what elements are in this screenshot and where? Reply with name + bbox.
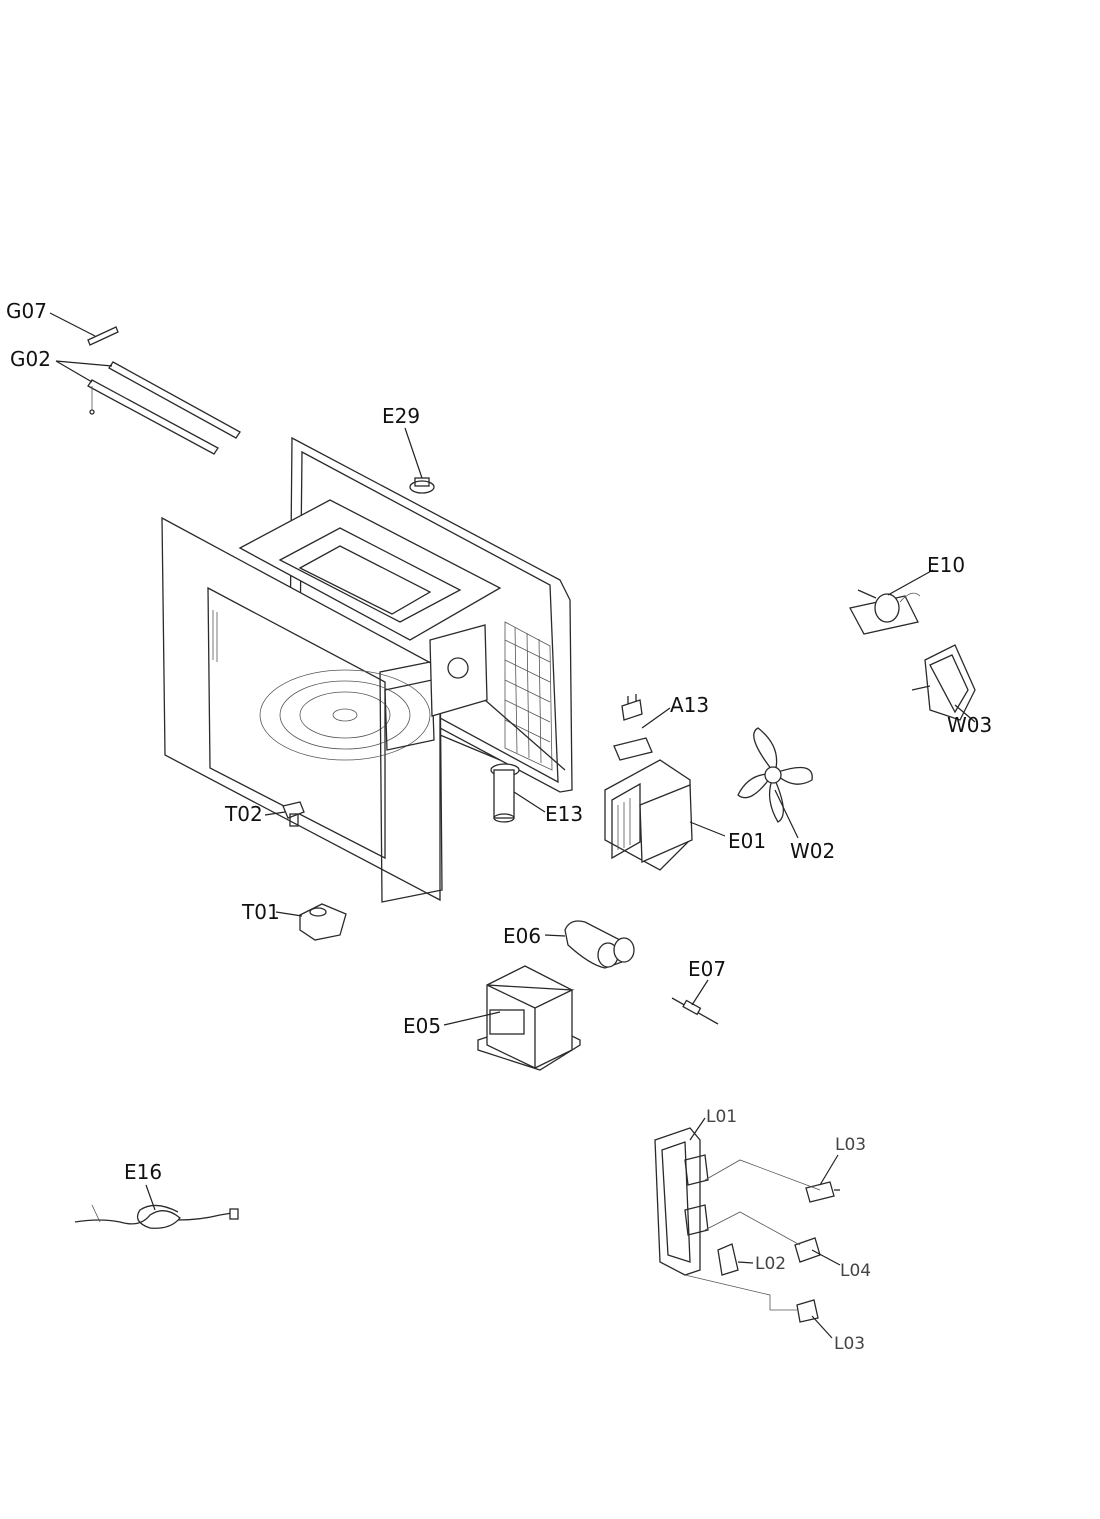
part-g02-heater-rods [55, 360, 241, 455]
label-a13: A13 [670, 693, 709, 717]
label-g07: G07 [6, 299, 47, 323]
label-e29: E29 [382, 404, 420, 428]
label-w02: W02 [790, 839, 835, 863]
part-e10-motor [849, 569, 934, 635]
label-l04: L04 [840, 1261, 871, 1281]
part-l04-switch [704, 1211, 841, 1266]
part-w02-fan-blade [737, 727, 813, 839]
part-w03-fan-motor [911, 644, 976, 723]
label-t02: T02 [224, 802, 263, 826]
part-e06-capacitor [544, 920, 635, 969]
part-e16-power-cord [74, 1184, 239, 1229]
part-e05-transformer [443, 965, 581, 1071]
part-l03-switch-top [704, 1154, 840, 1203]
label-e10: E10 [927, 553, 965, 577]
part-e29-thermostat [404, 427, 435, 494]
part-l03-switch-bottom [684, 1274, 833, 1339]
label-e16: E16 [124, 1160, 162, 1184]
part-t02-coupler [264, 801, 305, 827]
part-a13-switch [613, 694, 671, 761]
label-e13: E13 [545, 802, 583, 826]
label-l03-bottom: L03 [834, 1334, 865, 1354]
label-e01: E01 [728, 829, 766, 853]
label-l02: L02 [755, 1254, 786, 1274]
label-t01: T01 [241, 900, 280, 924]
part-l01-latch-board [654, 1117, 709, 1276]
label-w03: W03 [947, 713, 992, 737]
label-e06: E06 [503, 924, 541, 948]
part-t01-turntable-motor [275, 903, 347, 941]
part-l02-lever [717, 1243, 754, 1276]
part-e01-magnetron [604, 759, 726, 871]
label-e05: E05 [403, 1014, 441, 1038]
label-e07: E07 [688, 957, 726, 981]
part-g07-bracket [49, 312, 119, 346]
part-e07-diode [671, 979, 719, 1025]
label-l01: L01 [706, 1107, 737, 1127]
label-g02: G02 [10, 347, 51, 371]
part-cavity-assembly [161, 436, 573, 903]
label-l03-top: L03 [835, 1135, 866, 1155]
part-e13-capacitor [490, 763, 546, 823]
